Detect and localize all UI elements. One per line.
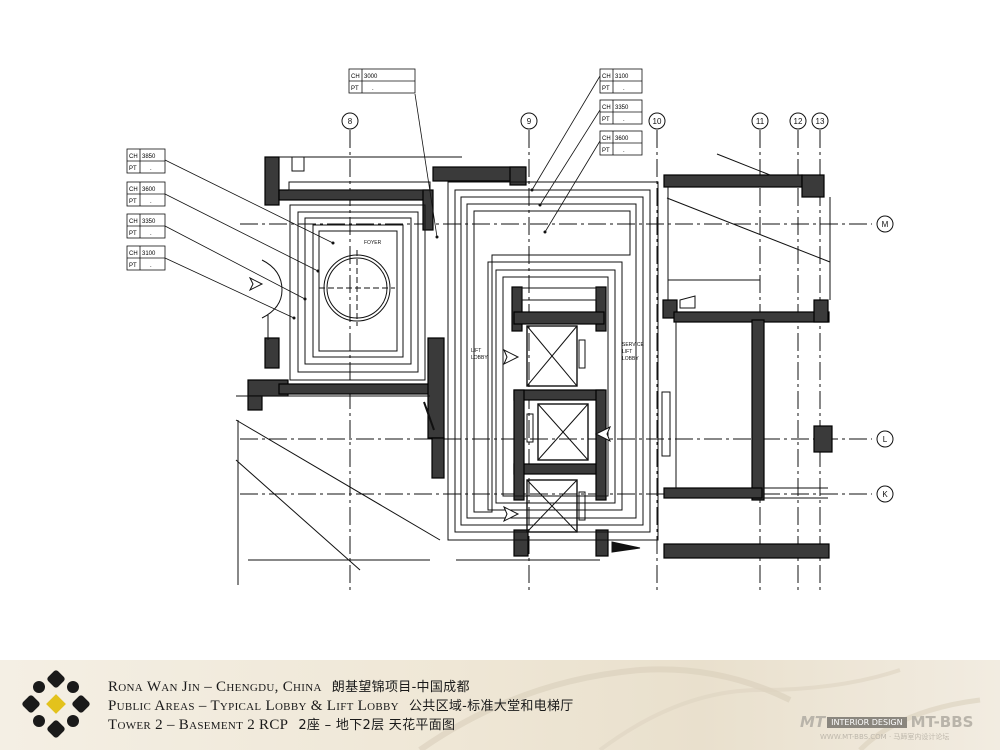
svg-text:PT: PT <box>129 166 137 172</box>
drawing-title-en: Tower 2 – Basement 2 RCP <box>108 717 289 733</box>
grid-lines <box>240 130 872 592</box>
ceiling-tag-7: CH 3350 PT. <box>126 213 166 239</box>
ceiling-outlines <box>235 153 831 585</box>
svg-text:3850: 3850 <box>142 154 156 160</box>
room-label-service-2: LIFT <box>622 349 632 355</box>
svg-text:.: . <box>623 86 625 92</box>
svg-text:3100: 3100 <box>142 251 156 257</box>
ceiling-tag-1: CH 3000 PT. <box>348 68 416 94</box>
grid-label-9: 9 <box>527 117 532 126</box>
footer-background-art <box>418 666 981 750</box>
svg-text:PT: PT <box>602 148 610 154</box>
grid-bubbles <box>341 112 894 503</box>
svg-text:PT: PT <box>129 199 137 205</box>
ceiling-tag-8: CH 3100 PT. <box>126 245 166 271</box>
watermark-url: WWW.MT-BBS.COM · 马蹄室内设计论坛 <box>820 733 950 741</box>
ceiling-tag-4: CH 3600 PT. <box>599 130 643 156</box>
grid-label-8: 8 <box>348 117 353 126</box>
grid-label-13: 13 <box>816 117 825 126</box>
svg-text:CH: CH <box>351 74 360 80</box>
svg-text:.: . <box>372 86 374 92</box>
room-label-lift-lobby-2: LOBBY <box>471 355 488 361</box>
lift-arrows <box>248 276 611 523</box>
ceiling-tag-5: CH 3850 PT. <box>126 148 166 174</box>
area-title-en: Public Areas – Typical Lobby & Lift Lobb… <box>108 698 399 714</box>
svg-text:CH: CH <box>129 154 138 160</box>
room-label-service-1: SERVICE <box>622 342 645 348</box>
ceiling-tag-6: CH 3600 PT. <box>126 181 166 207</box>
room-label-lift-lobby-1: LIFT <box>471 348 481 354</box>
svg-text:3350: 3350 <box>615 105 629 111</box>
grid-label-11: 11 <box>756 117 765 126</box>
svg-text:PT: PT <box>602 117 610 123</box>
svg-text:.: . <box>623 148 625 154</box>
ceiling-tag-3: CH 3350 PT. <box>599 99 643 125</box>
svg-text:3100: 3100 <box>615 74 629 80</box>
svg-text:CH: CH <box>129 251 138 257</box>
drawing-title-cn: 2座 – 地下2层 天花平面图 <box>298 718 456 733</box>
title-block: Rona Wan Jin – Chengdu, China 朗基望锦项目-中国成… <box>0 660 1000 750</box>
svg-text:CH: CH <box>602 74 611 80</box>
ceiling-tag-2: CH 3100 PT. <box>599 68 643 94</box>
svg-text:3600: 3600 <box>615 136 629 142</box>
leader-lines <box>164 75 601 319</box>
reflected-ceiling-plan: 8 9 10 11 12 13 M L K <box>126 68 894 592</box>
svg-text:.: . <box>150 231 152 237</box>
svg-text:CH: CH <box>129 219 138 225</box>
svg-text:.: . <box>150 166 152 172</box>
svg-text:CH: CH <box>129 187 138 193</box>
area-title-cn: 公共区域-标准大堂和电梯厅 <box>408 699 574 714</box>
svg-text:PT: PT <box>129 231 137 237</box>
svg-text:PT: PT <box>602 86 610 92</box>
project-title-en: Rona Wan Jin – Chengdu, China <box>108 679 322 695</box>
svg-text:.: . <box>150 199 152 205</box>
grid-label-10: 10 <box>653 117 662 126</box>
structural-walls <box>247 156 833 559</box>
svg-text:CH: CH <box>602 136 611 142</box>
svg-text:CH: CH <box>602 105 611 111</box>
grid-label-m: M <box>882 220 889 229</box>
company-logo <box>22 670 90 738</box>
grid-label-l: L <box>883 435 888 444</box>
svg-text:PT: PT <box>129 263 137 269</box>
room-label-foyer: FOYER <box>364 240 382 246</box>
grid-label-12: 12 <box>794 117 803 126</box>
svg-text:.: . <box>623 117 625 123</box>
room-label-service-3: LOBBY <box>622 356 639 362</box>
project-title-cn: 朗基望锦项目-中国成都 <box>331 680 470 695</box>
svg-text:PT: PT <box>351 86 359 92</box>
svg-text:3600: 3600 <box>142 187 156 193</box>
svg-text:.: . <box>150 263 152 269</box>
grid-label-k: K <box>882 490 888 499</box>
svg-text:3000: 3000 <box>364 74 378 80</box>
svg-text:3350: 3350 <box>142 219 156 225</box>
